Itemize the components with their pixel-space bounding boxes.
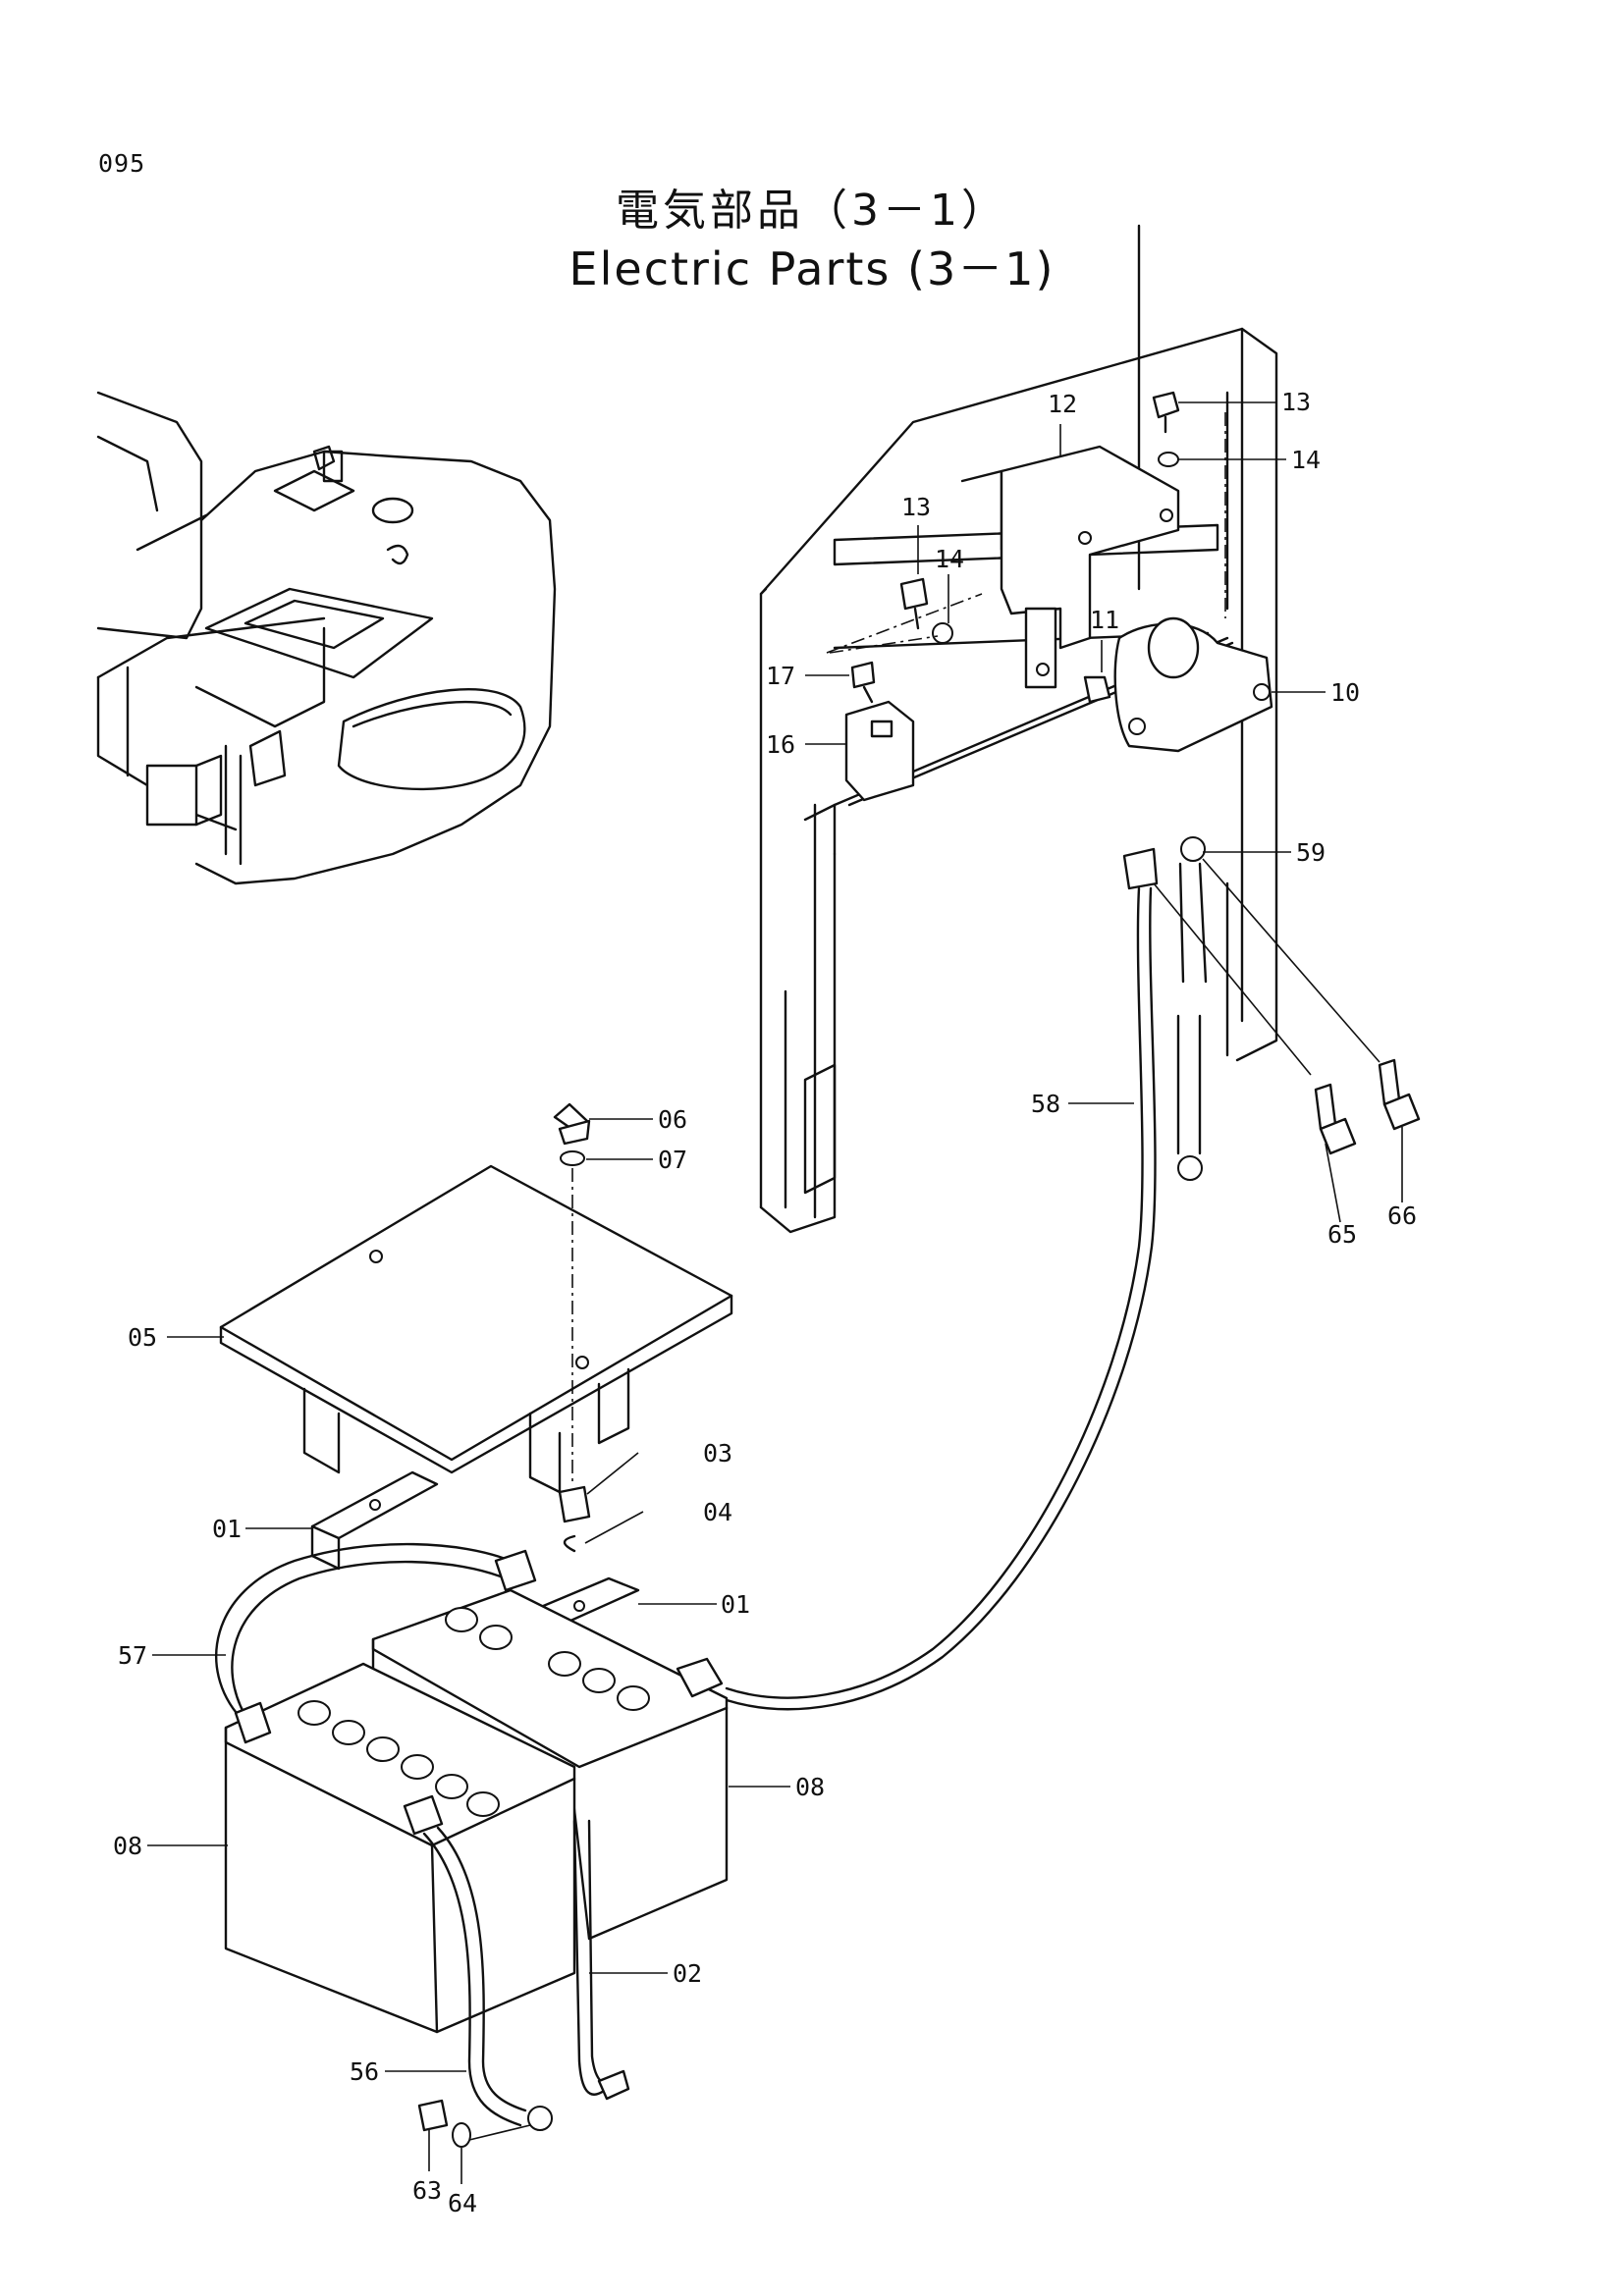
callout-57: 57 <box>118 1641 147 1670</box>
callout-14-left: 14 <box>935 545 964 573</box>
callout-65: 65 <box>1327 1220 1357 1249</box>
callout-07: 07 <box>658 1146 687 1174</box>
callout-59: 59 <box>1296 838 1326 867</box>
batteries <box>215 1542 729 2148</box>
callout-13-left: 13 <box>901 493 931 521</box>
callout-16: 16 <box>766 730 795 759</box>
callout-06: 06 <box>658 1105 687 1134</box>
callout-14-top: 14 <box>1291 446 1321 474</box>
upper-electrical-parts <box>826 391 1273 802</box>
page-title-japanese: 電気部品（3－1） <box>616 186 1008 236</box>
callout-01-upper: 01 <box>212 1515 242 1543</box>
callout-08-right: 08 <box>795 1773 825 1801</box>
page-title-english: Electric Parts (3－1) <box>568 242 1056 295</box>
battery-cover-assembly <box>219 1102 733 1671</box>
callout-02: 02 <box>673 1959 702 1988</box>
callout-04: 04 <box>703 1498 732 1526</box>
callout-05: 05 <box>128 1323 157 1352</box>
page-number: 095 <box>98 149 146 178</box>
callout-01-lower: 01 <box>721 1590 750 1619</box>
callout-11: 11 <box>1090 606 1119 634</box>
callout-labels: 13 14 12 13 14 11 10 17 16 59 58 65 66 0… <box>113 388 1417 2217</box>
callout-58: 58 <box>1031 1090 1060 1118</box>
callout-10: 10 <box>1330 678 1360 707</box>
machine-body-overview <box>96 391 557 885</box>
callout-03: 03 <box>703 1439 732 1468</box>
callout-08-left: 08 <box>113 1832 142 1860</box>
callout-13-top: 13 <box>1281 388 1311 416</box>
callout-63: 63 <box>412 2176 442 2205</box>
battery-cables <box>725 836 1421 1711</box>
leader-lines <box>147 401 1403 2184</box>
callout-17: 17 <box>766 662 795 690</box>
callout-56: 56 <box>350 2057 379 2086</box>
callout-66: 66 <box>1387 1201 1417 1230</box>
callout-12: 12 <box>1048 390 1077 418</box>
callout-64: 64 <box>448 2189 477 2217</box>
